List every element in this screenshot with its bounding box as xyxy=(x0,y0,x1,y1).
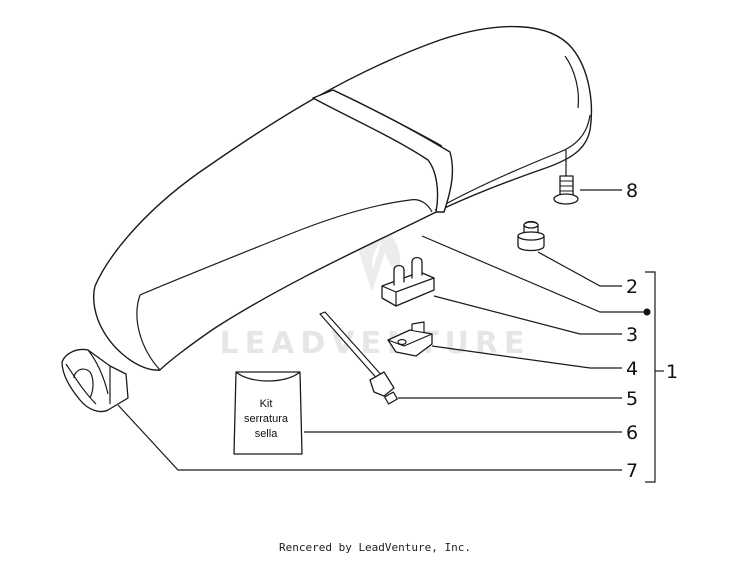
bumper-part xyxy=(517,220,545,252)
kit-label-line3: sella xyxy=(255,428,279,440)
footer-credit: Rencered by LeadVenture, Inc. xyxy=(278,541,472,554)
kit-label-line2: serratura xyxy=(244,413,289,425)
callout-5: 5 xyxy=(626,388,638,410)
pin-block-part xyxy=(381,256,435,307)
callout-3: 3 xyxy=(626,324,638,346)
callout-2: 2 xyxy=(626,276,638,298)
seat-hook-part xyxy=(61,348,129,413)
callout-4: 4 xyxy=(626,358,638,380)
watermark: LEADVENTURE xyxy=(220,215,531,361)
kit-label-line1: Kit xyxy=(260,398,273,410)
watermark-text: LEADVENTURE xyxy=(220,326,531,361)
screw-part xyxy=(553,150,579,205)
latch-bracket-part xyxy=(387,321,433,357)
callout-numbers: 8 2 3 4 5 6 7 1 xyxy=(626,180,678,482)
callout-7: 7 xyxy=(626,460,638,482)
cable-tie-part xyxy=(319,311,398,405)
leader-lines xyxy=(117,189,645,471)
parts-diagram: LEADVENTURE xyxy=(61,25,678,483)
bullet-marker xyxy=(643,308,651,316)
seat-part xyxy=(93,25,593,371)
callout-8: 8 xyxy=(626,180,638,202)
lock-kit-part: Kit serratura sella xyxy=(233,371,303,455)
callout-6: 6 xyxy=(626,422,638,444)
callout-1-group: 1 xyxy=(666,361,678,383)
group-bracket xyxy=(643,271,664,483)
